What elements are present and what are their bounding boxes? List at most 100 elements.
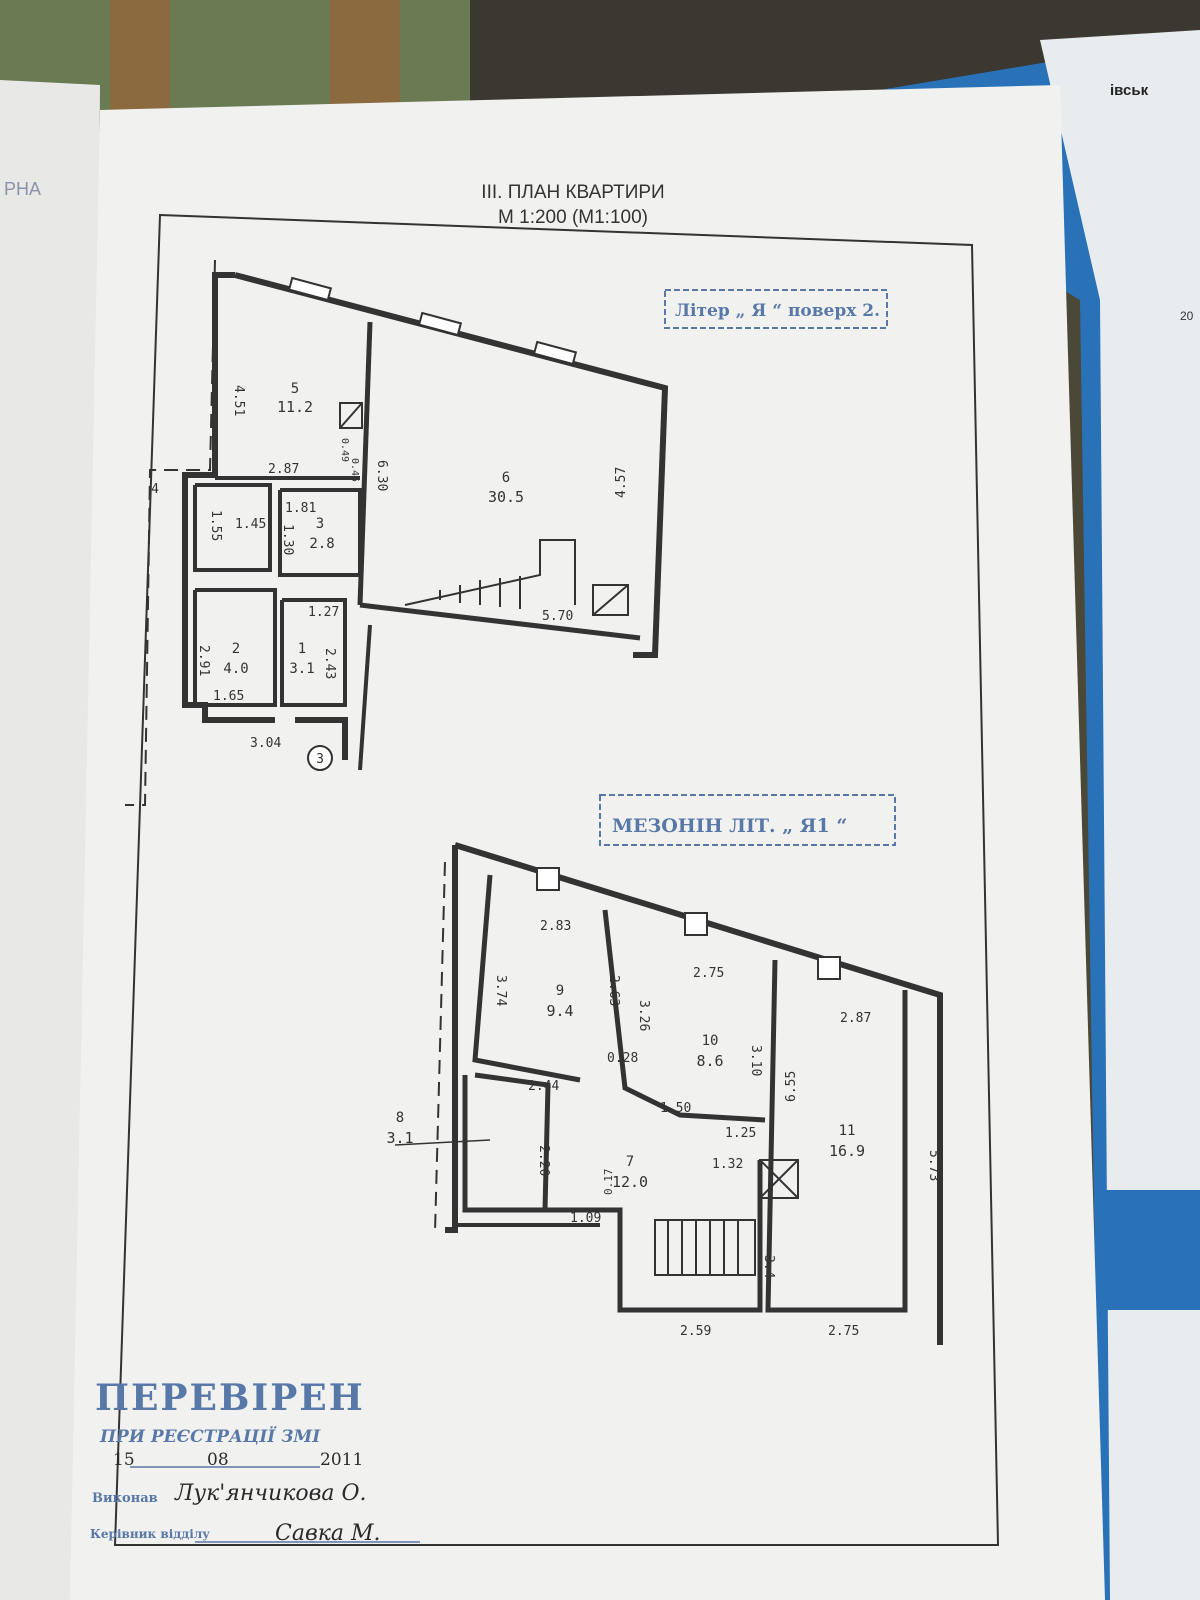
window	[417, 311, 463, 337]
room-8-leader	[394, 1139, 491, 1146]
dim: 2.87	[840, 1011, 871, 1026]
dim: 1.09	[570, 1211, 601, 1226]
room-10-area: 8.6	[696, 1052, 723, 1070]
dim: 1.30	[280, 524, 295, 555]
room-7-number: 7	[626, 1154, 634, 1170]
room-8-number: 8	[396, 1110, 404, 1126]
registration-stamp: ПЕРЕВІРЕН ПРИ РЕЄСТРАЦІЇ ЗМІ 15 08 2011 …	[90, 1377, 420, 1546]
right-corner-text: івськ	[1110, 82, 1149, 99]
mezz-room-10	[602, 909, 766, 1123]
room-7-area: 12.0	[612, 1173, 648, 1191]
floor2-room-4	[193, 483, 272, 572]
floor2-wall-left	[182, 272, 275, 723]
floor2-room-3	[278, 488, 362, 577]
room-3-number: 3	[316, 516, 324, 532]
room-1-area: 3.1	[289, 661, 314, 677]
room-4-number: 4	[151, 482, 159, 497]
mezzanine-stamp-box	[599, 794, 896, 846]
dim: 1.32	[712, 1157, 743, 1172]
dim: 2.59	[680, 1324, 711, 1339]
floor2-room-1	[280, 598, 347, 707]
head-label: Керівник відділу	[90, 1527, 210, 1541]
floor2-stove	[339, 402, 363, 429]
floor2-room-labels: 5 11.2 6 30.5 3 2.8 2 4.0 1 3.1 4	[151, 381, 524, 677]
date-day: 15	[113, 1450, 135, 1470]
floor2-wall-6-bottom	[359, 602, 641, 641]
dim: 4.57	[614, 467, 629, 498]
blue-folder	[760, 60, 1200, 1600]
dim: 2.87	[268, 462, 299, 477]
dim: 0.28	[607, 1051, 638, 1066]
floor2-dimensions: 4.51 2.87 6.30 4.57 5.70 1.81 1.45 1.30 …	[196, 385, 629, 751]
room-11-number: 11	[839, 1123, 856, 1139]
dim: 4.51	[231, 385, 246, 416]
room-1-number: 1	[298, 641, 306, 657]
floor2-stair-wall	[358, 624, 372, 771]
mezz-room-11	[765, 959, 908, 1313]
head-name: Савка М.	[275, 1521, 381, 1546]
mezz-dimensions: 2.83 2.75 2.87 3.74 2.63 3.26 3.10 0.28 …	[493, 919, 941, 1339]
mezz-wall-outer	[454, 842, 943, 1345]
floor2-marker-circle	[307, 745, 333, 771]
back-sheet	[0, 80, 100, 1600]
mezz-room-7	[545, 1160, 763, 1313]
room-9-number: 9	[556, 983, 564, 999]
dim: 3.26	[636, 1000, 651, 1031]
left-corner-text: РНА	[4, 179, 41, 199]
floor2-dashed-outline	[125, 259, 216, 806]
stair-outline	[404, 539, 576, 606]
floor2-windows	[287, 276, 578, 366]
floor-stamp-text: Літер „ Я “ поверх 2.	[675, 301, 880, 321]
dim: 0.17	[602, 1169, 615, 1196]
window	[536, 867, 560, 891]
dim: 3.74	[493, 975, 508, 1006]
floor2-plan	[182, 272, 669, 771]
dim: 2.63	[606, 975, 621, 1006]
floor2-room-2	[193, 588, 277, 707]
window	[287, 276, 333, 302]
stamp-checked: ПЕРЕВІРЕН	[95, 1377, 365, 1419]
window	[532, 340, 578, 366]
date-month: 08	[207, 1450, 229, 1470]
blue-folder-lower	[1100, 1190, 1200, 1310]
room-9-area: 9.4	[546, 1002, 573, 1020]
dim: 1.65	[213, 689, 244, 704]
mezz-room-9	[472, 874, 581, 1083]
right-edge-text: 20	[1180, 309, 1194, 323]
mezzanine-stamp-text: МЕЗОНІН ЛІТ. „ Я1 “	[612, 815, 847, 837]
tablecloth-stripe	[110, 0, 170, 110]
dim: 2.43	[322, 648, 337, 679]
stamp-registration: ПРИ РЕЄСТРАЦІЇ ЗМІ	[99, 1426, 321, 1447]
mezz-dashed-line	[434, 861, 446, 1233]
mezzanine-plan	[445, 842, 943, 1345]
dim: 2.44	[528, 1079, 559, 1094]
dim: 1.45	[235, 517, 266, 532]
stair-outline	[654, 1219, 756, 1276]
dim: 1.25	[725, 1126, 756, 1141]
box-diagonal	[592, 584, 629, 616]
plan-scale: М 1:200 (М1:100)	[498, 207, 648, 228]
room-6-number: 6	[502, 470, 510, 486]
plan-title: III. ПЛАН КВАРТИРИ	[481, 182, 664, 203]
dim: 3.4	[761, 1255, 776, 1279]
date-year: 2011	[320, 1450, 363, 1470]
paper-sheet	[70, 85, 1105, 1600]
dim: 0.49	[339, 438, 350, 462]
dim: 2.75	[828, 1324, 859, 1339]
mezz-wall-left	[445, 845, 458, 1233]
floor2-marker-text: 3	[316, 752, 324, 767]
mezzanine-windows	[536, 867, 841, 980]
room-5-area: 11.2	[277, 398, 313, 416]
floor2-box	[592, 584, 629, 616]
room-8-area: 3.1	[386, 1129, 413, 1147]
performer-label: Виконав	[92, 1491, 158, 1506]
dim: 1.55	[208, 510, 223, 541]
dim: 1.27	[308, 605, 339, 620]
floor2-stair	[339, 402, 629, 616]
floor2-wall-bottom	[295, 717, 348, 760]
mezz-room-labels: 9 9.4 10 8.6 11 16.9 7 12.0 8 3.1	[386, 983, 865, 1191]
plan-frame	[113, 213, 1000, 1546]
window	[817, 956, 841, 980]
mezz-stair	[654, 1159, 799, 1276]
room-2-number: 2	[232, 641, 240, 657]
